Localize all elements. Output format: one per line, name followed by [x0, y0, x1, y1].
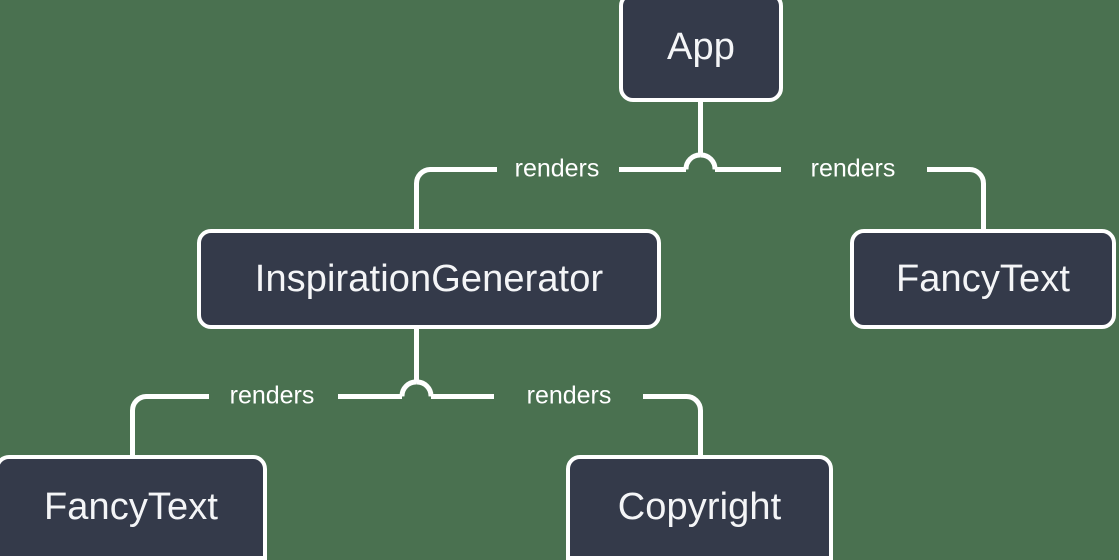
- node-app[interactable]: App: [619, 0, 783, 102]
- edge-inspiration-to-fancytext: [130, 394, 402, 455]
- node-fancytext-bottom[interactable]: FancyText: [0, 455, 267, 560]
- edge-label-inspiration-to-copyright: renders: [526, 381, 612, 410]
- node-copyright[interactable]: Copyright: [566, 455, 833, 560]
- edge-label-app-to-inspiration: renders: [514, 154, 600, 183]
- edge-app-to-inspiration: [414, 167, 686, 229]
- node-inspiration-generator[interactable]: InspirationGenerator: [197, 229, 661, 329]
- edge-inspiration-to-copyright: [431, 394, 703, 455]
- edge-label-inspiration-to-fancytext-bottom: renders: [229, 381, 315, 410]
- edge-app-to-fancytext-right: [715, 167, 986, 229]
- edge-inspiration-split-left: [399, 379, 417, 397]
- edge-app-split-right: [700, 152, 718, 170]
- edge-app-split-left: [683, 152, 701, 170]
- edge-label-app-to-fancytext-right: renders: [810, 154, 896, 183]
- edge-inspiration-split-right: [416, 379, 434, 397]
- node-fancytext-right[interactable]: FancyText: [850, 229, 1116, 329]
